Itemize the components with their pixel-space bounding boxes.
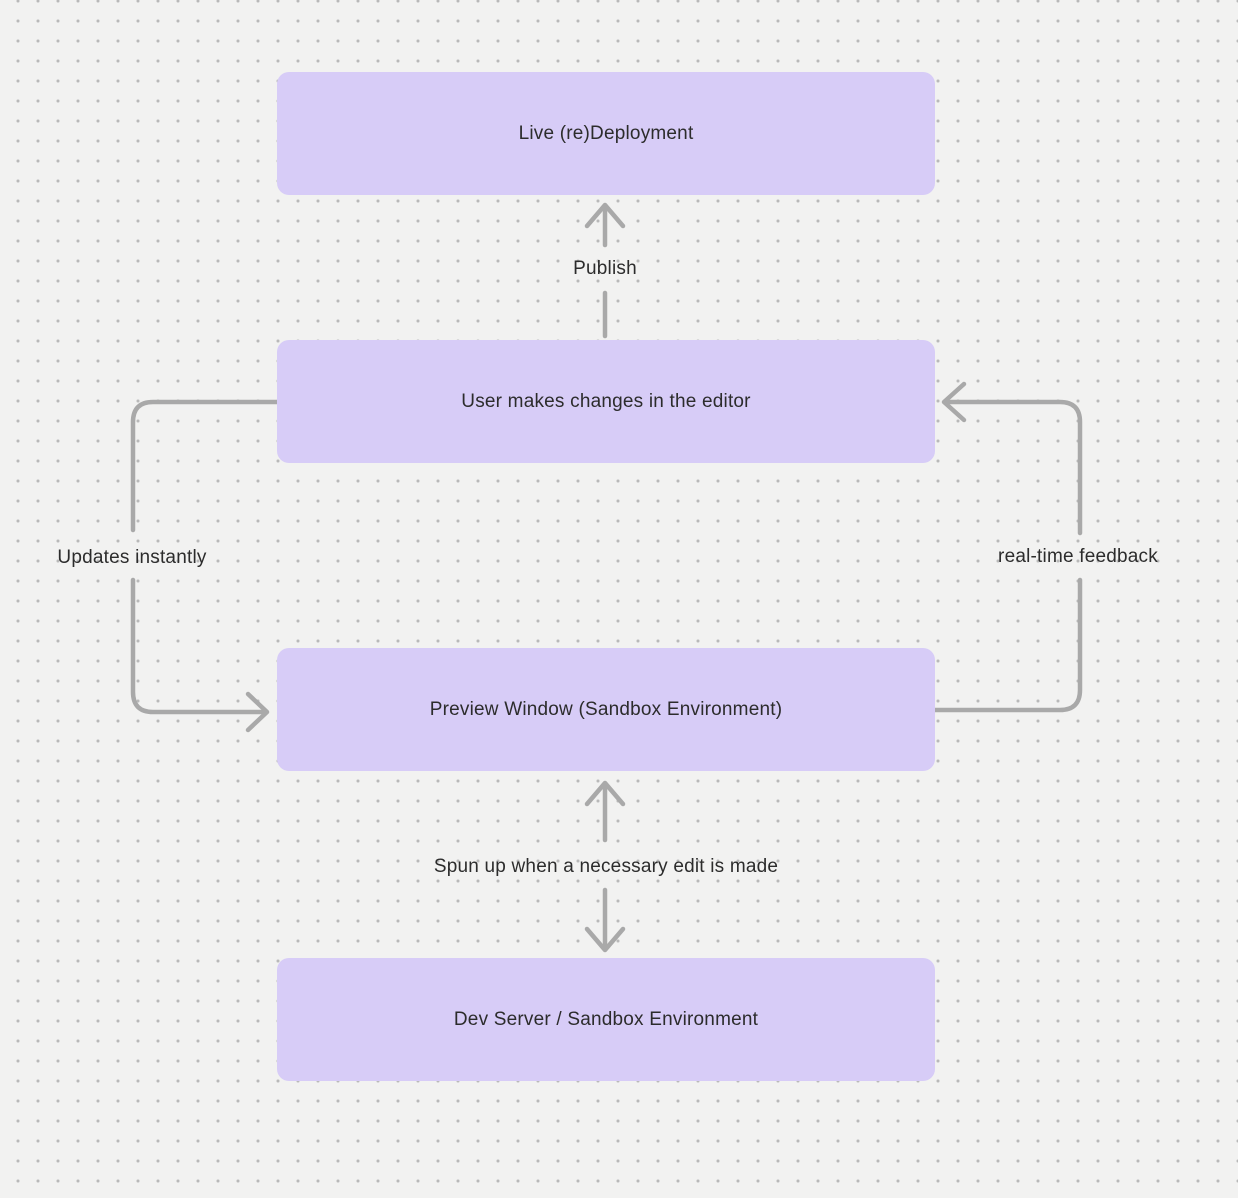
- edge-label-spun-up: Spun up when a necessary edit is made: [433, 856, 779, 877]
- node-preview-window[interactable]: Preview Window (Sandbox Environment): [277, 648, 935, 771]
- node-live-redeployment[interactable]: Live (re)Deployment: [277, 72, 935, 195]
- arrow-right-icon: [245, 691, 270, 733]
- edge-label-publish: Publish: [573, 258, 637, 279]
- arrow-left-icon: [941, 381, 967, 423]
- node-dev-server[interactable]: Dev Server / Sandbox Environment: [277, 958, 935, 1081]
- node-label: User makes changes in the editor: [461, 390, 751, 412]
- arrow-up-icon: [584, 780, 626, 807]
- node-label: Dev Server / Sandbox Environment: [453, 1008, 759, 1030]
- arrow-up-icon: [584, 202, 626, 229]
- node-label: Preview Window (Sandbox Environment): [429, 698, 783, 720]
- node-label: Live (re)Deployment: [518, 122, 694, 144]
- edge-label-real-time-feedback: real-time feedback: [998, 546, 1158, 567]
- node-user-editor[interactable]: User makes changes in the editor: [277, 340, 935, 463]
- edge-label-updates-instantly: Updates instantly: [57, 547, 207, 568]
- arrow-down-icon: [584, 926, 626, 953]
